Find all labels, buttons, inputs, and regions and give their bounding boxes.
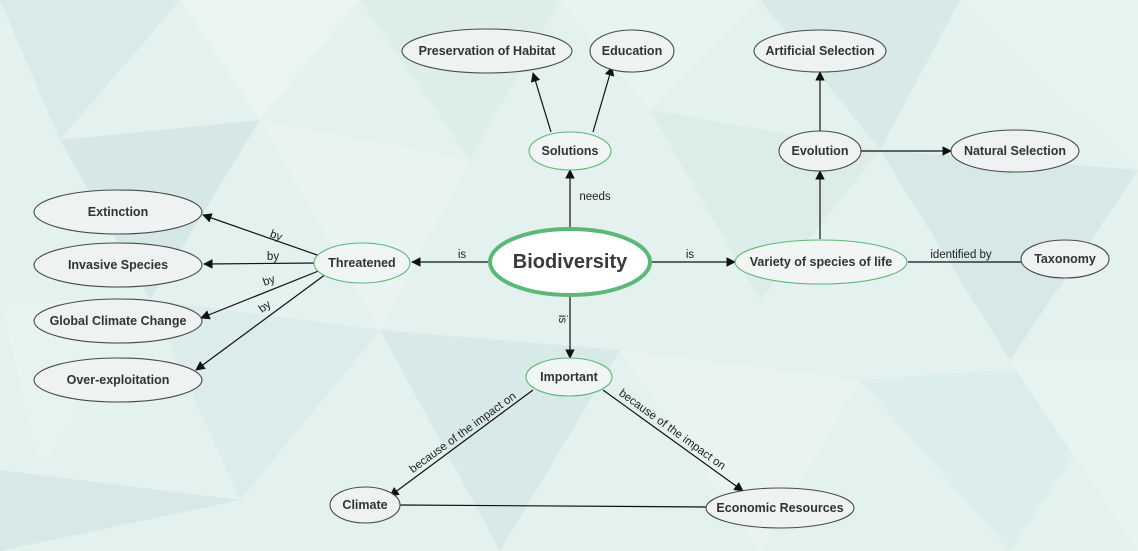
node-label: Natural Selection <box>964 144 1066 158</box>
node-important[interactable]: Important <box>525 357 613 397</box>
node-label: Global Climate Change <box>50 314 187 328</box>
node-label: Over-exploitation <box>67 373 170 387</box>
node-label: Economic Resources <box>716 501 843 515</box>
node-global-climate-change[interactable]: Global Climate Change <box>33 298 203 344</box>
edge-solutions-preservation <box>530 72 552 133</box>
edge-label-by-extinction: by <box>268 228 284 244</box>
node-extinction[interactable]: Extinction <box>33 189 203 235</box>
node-economic-resources[interactable]: Economic Resources <box>705 487 855 529</box>
node-natural-selection[interactable]: Natural Selection <box>950 129 1080 173</box>
edge-label-identified-by: identified by <box>930 249 992 261</box>
node-label: Invasive Species <box>68 258 168 272</box>
node-label: Important <box>540 370 598 384</box>
node-preservation-of-habitat[interactable]: Preservation of Habitat <box>401 28 573 74</box>
node-threatened[interactable]: Threatened <box>313 242 411 284</box>
node-label: Artificial Selection <box>765 44 874 58</box>
node-biodiversity[interactable]: Biodiversity <box>488 227 652 297</box>
node-label: Solutions <box>542 144 599 158</box>
edge-threatened-extinction <box>202 213 321 257</box>
node-education[interactable]: Education <box>589 29 675 73</box>
node-label: Evolution <box>792 144 849 158</box>
node-climate[interactable]: Climate <box>329 486 401 524</box>
node-label: Biodiversity <box>513 251 628 273</box>
edges <box>195 66 1021 508</box>
edge-label-is-important: is <box>556 315 568 324</box>
node-label: Extinction <box>88 205 148 219</box>
node-over-exploitation[interactable]: Over-exploitation <box>33 357 203 403</box>
edge-threatened-invasive <box>203 259 318 269</box>
node-artificial-selection[interactable]: Artificial Selection <box>753 29 887 73</box>
edge-label-needs: needs <box>579 191 611 203</box>
node-solutions[interactable]: Solutions <box>528 131 612 171</box>
edge-label-by-over-exploitation: by <box>257 298 274 315</box>
edge-labels: needs is is is identified by by by by by… <box>257 191 992 476</box>
node-evolution[interactable]: Evolution <box>778 130 862 172</box>
edge-label-is-variety: is <box>686 249 695 261</box>
edge-label-because-economic: because of the impact on <box>616 387 727 472</box>
edge-label-by-climate-change: by <box>261 273 277 289</box>
edge-important-climate <box>389 389 534 497</box>
edge-threatened-climate-change <box>200 269 322 320</box>
edge-solutions-education <box>592 66 615 133</box>
node-invasive-species[interactable]: Invasive Species <box>33 242 203 288</box>
edge-climate-economic <box>399 504 708 508</box>
node-variety-of-species[interactable]: Variety of species of life <box>734 239 908 285</box>
edge-important-economic <box>602 389 744 492</box>
node-label: Variety of species of life <box>750 255 892 269</box>
edge-label-by-invasive: by <box>267 251 279 263</box>
edge-threatened-over-exploitation <box>195 273 327 371</box>
node-label: Climate <box>342 498 387 512</box>
node-label: Taxonomy <box>1034 252 1096 266</box>
edge-label-is-threatened: is <box>458 249 467 261</box>
node-label: Preservation of Habitat <box>419 44 557 58</box>
node-taxonomy[interactable]: Taxonomy <box>1020 239 1110 279</box>
node-label: Threatened <box>328 256 395 270</box>
edge-label-because-climate: because of the impact on <box>407 390 518 475</box>
node-label: Education <box>602 44 662 58</box>
